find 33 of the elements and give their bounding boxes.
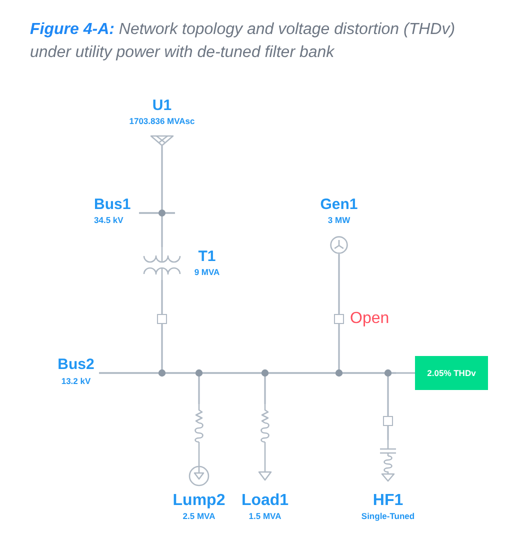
component-label: U1 (152, 98, 172, 114)
connector-line (264, 390, 266, 404)
component-label: HF1 (372, 492, 404, 510)
component-label: Bus2 (58, 357, 94, 374)
component-label: Load1 (241, 492, 289, 510)
breaker-icon (383, 416, 393, 426)
component-label: Lump2 (172, 492, 226, 510)
connector-line (387, 390, 389, 416)
connector-line (161, 324, 163, 355)
rating-label: 3 MW (328, 216, 350, 226)
connector-line (396, 372, 415, 374)
connector-line (161, 146, 163, 196)
rating-label: 34.5 kV (94, 216, 124, 226)
rating-label: 13.2 kV (61, 377, 91, 386)
connector-line (338, 254, 340, 314)
thd-readout: 2.05% THDv (415, 356, 488, 390)
rating-label: 2.5 MVA (182, 512, 216, 522)
breaker-icon (157, 314, 167, 324)
connector-line (338, 324, 340, 355)
component-label: Gen1 (320, 197, 358, 214)
rating-label: 1.5 MVA (248, 512, 282, 522)
status-label: Open (350, 310, 390, 328)
figure-title: Figure 4-A: Network topology and voltage distortion (THDv) under utility power with de-tuned filter bank (30, 20, 456, 63)
rating-label: 9 MVA (194, 268, 220, 278)
component-label: Bus1 (94, 197, 131, 214)
breaker-icon (334, 314, 344, 324)
connector-line (198, 390, 200, 404)
connector-line (387, 426, 389, 440)
component-label: T1 (198, 249, 216, 266)
connector-line (161, 228, 163, 247)
rating-label: 1703.836 MVAsc (129, 117, 195, 126)
connector-line (161, 280, 163, 314)
rating-label: Single-Tuned (361, 512, 415, 522)
